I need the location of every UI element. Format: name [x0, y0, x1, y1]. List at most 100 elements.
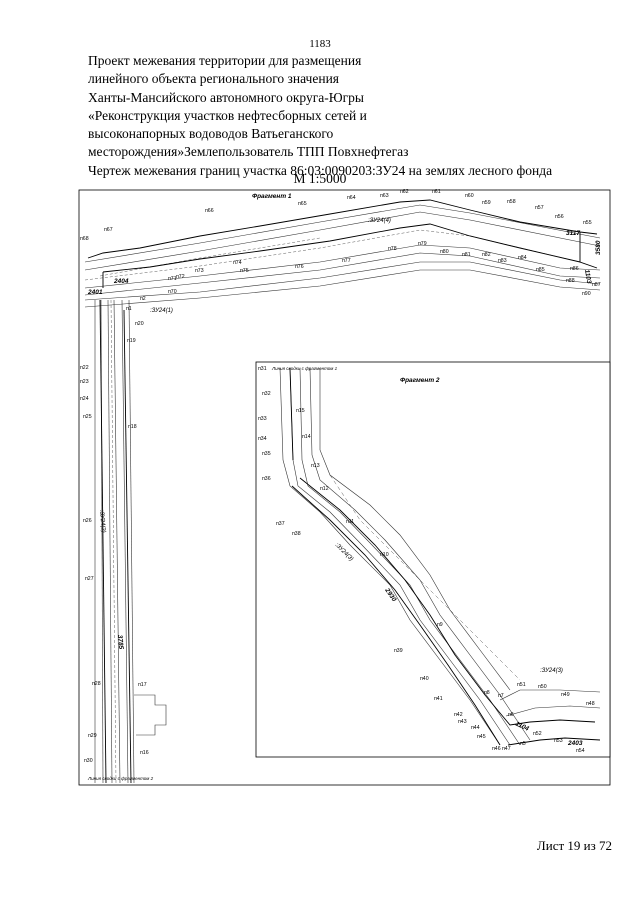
fragment2-frame — [255, 361, 611, 758]
point-label: п46 — [492, 746, 501, 752]
point-label: п40 — [420, 676, 429, 682]
vertical-corridor — [94, 299, 167, 784]
link-label-2: Линия сводки с фрагментом 2 — [87, 776, 154, 781]
point-label: п8 — [484, 690, 490, 696]
title-line: линейного объекта регионального значения — [88, 71, 340, 87]
point-label: п87 — [592, 282, 601, 288]
point-label: п2 — [140, 296, 146, 302]
point-label: п43 — [458, 719, 467, 725]
point-label: п50 — [538, 684, 547, 690]
point-label: п62 — [400, 189, 409, 195]
point-label: п67 — [104, 227, 113, 233]
point-label: п48 — [586, 701, 595, 707]
point-label: п58 — [507, 199, 516, 205]
point-label: п63 — [380, 193, 389, 199]
point-label: п31 — [258, 366, 267, 372]
point-label: п36 — [262, 476, 271, 482]
point-label: п52 — [533, 731, 542, 737]
point-label: п27 — [85, 576, 94, 582]
parcel-label: 2404 — [113, 278, 129, 285]
point-label: п82 — [482, 252, 491, 258]
point-label: п5 — [520, 741, 526, 747]
point-label: п17 — [138, 682, 147, 688]
point-label: п90 — [582, 291, 591, 297]
point-label: п54 — [576, 748, 585, 754]
point-label: п49 — [561, 692, 570, 698]
point-label: п23 — [80, 379, 89, 385]
point-label: п88 — [566, 278, 575, 284]
title-line: месторождения»Землепользователь ТПП Повх… — [88, 144, 409, 160]
parcel-label: 3785 — [116, 635, 124, 650]
point-label: п68 — [80, 236, 89, 242]
parcel-label: 3580 — [595, 240, 602, 255]
point-label: п64 — [347, 195, 356, 201]
parcel-label: 2403 — [567, 740, 583, 747]
point-label: п61 — [432, 189, 441, 195]
point-label: п15 — [296, 408, 305, 414]
point-label: п41 — [434, 696, 443, 702]
title-line: Ханты-Мансийского автономного округа-Югр… — [88, 89, 364, 105]
point-label: п11 — [346, 519, 354, 525]
point-label: п70 — [168, 289, 177, 295]
point-label: п81 — [462, 252, 471, 258]
fragment1-label: Фрагмент 1 — [252, 193, 292, 200]
point-label: п16 — [140, 750, 149, 756]
point-label: п79 — [418, 241, 427, 247]
point-label: п84 — [518, 255, 527, 261]
point-label: п42 — [454, 712, 463, 718]
point-label: п47 — [502, 746, 511, 752]
point-label: п45 — [477, 734, 486, 740]
document-title: Проект межевания территории для размещен… — [88, 52, 628, 180]
point-label: п9 — [437, 622, 443, 628]
point-label: п60 — [465, 193, 474, 199]
point-label: п6 — [508, 712, 514, 718]
title-line: Чертеж межевания границ участка 86:03:00… — [88, 162, 553, 178]
point-label: п28 — [92, 681, 101, 687]
point-label: п65 — [298, 201, 307, 207]
zu-label: :ЗУ24(2) — [98, 510, 106, 533]
point-label: п75 — [240, 268, 249, 274]
fragment2-label: Фрагмент 2 — [400, 377, 440, 384]
point-label: п55 — [583, 220, 592, 226]
point-label: п44 — [471, 725, 480, 731]
point-label: п12 — [320, 486, 329, 492]
zu-label: :ЗУ24(4) — [368, 218, 391, 224]
fragment2-corridor — [279, 367, 601, 746]
parcel-label: 2401 — [87, 289, 103, 296]
point-label: п71 — [168, 276, 177, 282]
point-label: п14 — [302, 434, 311, 440]
point-label: п51 — [517, 682, 526, 688]
point-label: п66 — [205, 208, 214, 214]
title-line: Проект межевания территории для размещен… — [88, 53, 362, 68]
point-label: п74 — [233, 260, 242, 266]
title-line: «Реконструкция участков нефтесборных сет… — [88, 107, 367, 123]
point-label: п30 — [84, 758, 93, 764]
point-label: п34 — [258, 436, 267, 442]
point-label: п59 — [482, 200, 491, 206]
point-label: п26 — [83, 518, 92, 524]
point-label: п20 — [135, 321, 144, 327]
corridor-lines — [84, 199, 601, 308]
point-label: п77 — [342, 258, 351, 264]
point-label: п22 — [80, 365, 89, 371]
map-scale: М 1:5000 — [293, 171, 347, 186]
parcel-label: 1103 — [583, 269, 592, 284]
page-number: 1183 — [309, 38, 331, 50]
point-label: п35 — [262, 451, 271, 457]
point-label: п53 — [554, 738, 563, 744]
point-label: п72 — [176, 274, 185, 280]
point-label: п25 — [83, 414, 92, 420]
sheet-footer: Лист 19 из 72 — [536, 838, 612, 853]
point-label: п29 — [88, 733, 97, 739]
point-label: п83 — [498, 258, 507, 264]
parcel-label: 3117 — [566, 230, 580, 237]
point-label: п80 — [440, 249, 449, 255]
point-label: п57 — [535, 205, 544, 211]
point-label: п7 — [498, 693, 504, 699]
point-label: п56 — [555, 214, 564, 220]
zu-label: :ЗУ24(3) — [540, 668, 563, 674]
point-label: п73 — [195, 268, 204, 274]
point-label: п85 — [536, 267, 545, 273]
point-label: п13 — [311, 463, 320, 469]
